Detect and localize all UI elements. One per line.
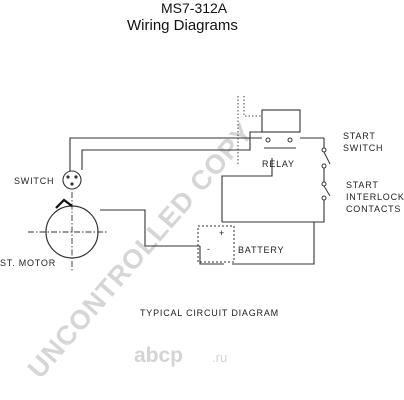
logo-suffix: .ru — [212, 350, 227, 365]
relay-coil — [261, 109, 301, 133]
site-logo: abcp .ru — [134, 344, 227, 367]
motor-terminal — [55, 198, 73, 209]
label-start-switch-1: START — [343, 131, 376, 141]
label-interlock-1: START — [346, 180, 379, 190]
label-interlock-3: CONTACTS — [346, 204, 401, 214]
wire-top-bus — [69, 137, 262, 176]
model-number: MS7-312A — [161, 0, 228, 16]
battery-plus: + — [219, 228, 225, 238]
page-title: Wiring Diagrams — [127, 17, 238, 34]
wire-motor-battery — [100, 209, 200, 247]
caption: TYPICAL CIRCUIT DIAGRAM — [140, 308, 279, 318]
battery: + - — [197, 225, 235, 263]
label-start-switch-2: SWITCH — [343, 143, 383, 153]
relay — [237, 96, 301, 166]
wire-switch-relay — [81, 131, 262, 170]
label-relay: RELAY — [262, 159, 295, 169]
wire-battery-ground — [199, 246, 224, 265]
battery-minus: - — [207, 244, 211, 254]
wiring — [69, 131, 325, 265]
label-st-motor: ST. MOTOR — [0, 258, 56, 268]
wire-return — [232, 222, 315, 265]
starter-motor — [28, 192, 108, 272]
wire-right-3 — [222, 198, 325, 223]
start-switch-contact — [321, 147, 331, 169]
label-battery: BATTERY — [238, 245, 284, 255]
interlock-contact — [321, 181, 331, 201]
label-interlock-2: INTERLOCK — [346, 192, 404, 202]
logo-main: abcp — [134, 344, 183, 367]
wire-relay-battery — [221, 158, 273, 222]
label-switch: SWITCH — [14, 176, 54, 186]
solenoid-switch — [62, 170, 82, 190]
